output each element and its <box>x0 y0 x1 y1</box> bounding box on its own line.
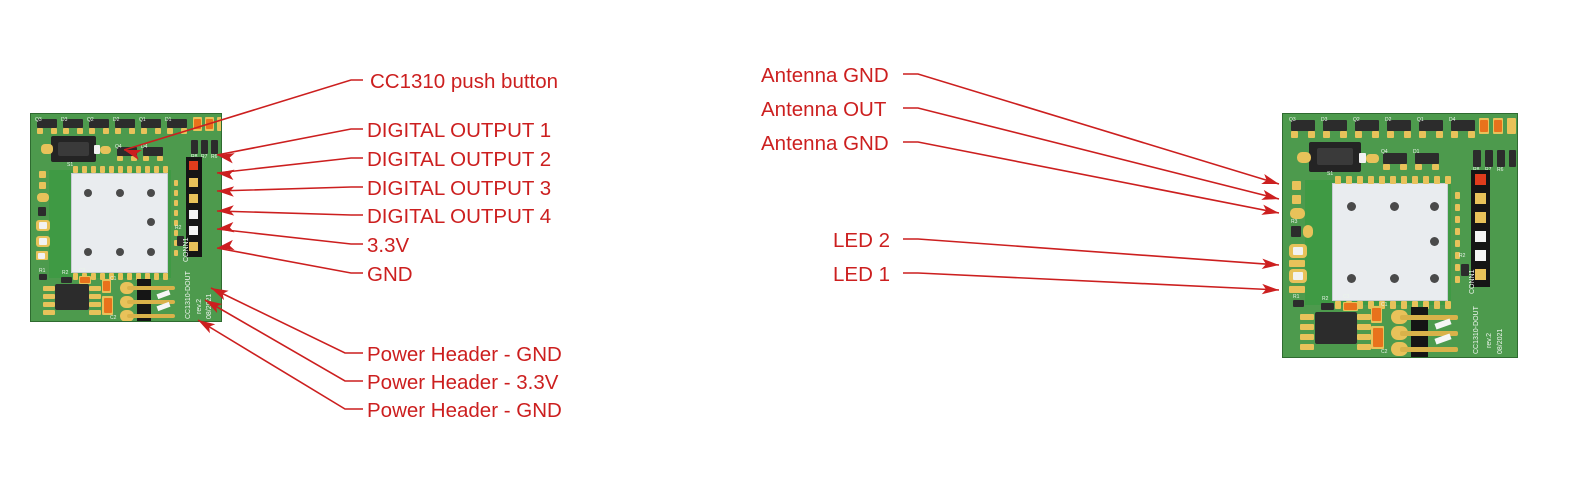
right-pcb-board: S1 Q4 D1 R8 R7 R6 <box>1282 113 1518 358</box>
power-header-lead-1[interactable] <box>127 286 175 290</box>
leader-antenna-out <box>903 107 1280 200</box>
leader-digital-output-4 <box>216 210 363 216</box>
right-header-pin-4[interactable] <box>1475 231 1486 242</box>
label-led-1: LED 1 <box>833 263 890 286</box>
left-silk-conn: CONN1 <box>183 237 190 262</box>
leader-led-1-arrowhead <box>1261 283 1279 295</box>
label-supply-3v3: 3.3V <box>367 234 410 257</box>
power-header-lead-2[interactable] <box>127 300 175 304</box>
leader-digital-output-2 <box>216 157 363 174</box>
right-header-pin-5[interactable] <box>1475 250 1486 261</box>
header-pin-1[interactable] <box>189 161 198 170</box>
label-power-header-3v3: Power Header - 3.3V <box>367 371 559 394</box>
label-power-header-gnd-2: Power Header - GND <box>367 399 562 422</box>
header-pin-4[interactable] <box>189 210 198 219</box>
label-digital-output-3: DIGITAL OUTPUT 3 <box>367 177 552 200</box>
leader-ground <box>216 247 363 274</box>
leader-antenna-gnd-bot-arrowhead <box>1261 204 1279 215</box>
leader-power-header-gnd-1 <box>210 287 363 354</box>
label-antenna-gnd-bot: Antenna GND <box>761 132 889 155</box>
right-silk-part: CC1310-DOUT <box>1473 306 1480 354</box>
antenna-out-pad <box>1292 195 1301 204</box>
right-silk-conn: CONN1 <box>1469 269 1476 294</box>
leader-power-header-3v3 <box>204 299 363 382</box>
label-antenna-gnd-top: Antenna GND <box>761 64 889 87</box>
header-pin-5[interactable] <box>189 226 198 235</box>
label-digital-output-1: DIGITAL OUTPUT 1 <box>367 119 552 142</box>
leader-led-2-arrowhead <box>1261 258 1279 270</box>
header-pin-3[interactable] <box>189 194 198 203</box>
antenna-gnd-top-pad <box>1292 181 1301 190</box>
leader-antenna-out-arrowhead <box>1261 189 1279 200</box>
left-silk-date: 08/2021 <box>206 293 213 319</box>
leader-antenna-gnd-top-arrowhead <box>1261 174 1279 185</box>
label-antenna-out: Antenna OUT <box>761 98 887 121</box>
label-led-2: LED 2 <box>833 229 890 252</box>
label-power-header-gnd-1: Power Header - GND <box>367 343 562 366</box>
label-cc1310-push-button: CC1310 push button <box>370 70 559 93</box>
right-power-lead-1[interactable] <box>1400 315 1458 320</box>
label-ground: GND <box>367 263 413 286</box>
left-silk-rev: rev.2 <box>196 298 203 314</box>
leader-supply-3v3 <box>216 228 363 245</box>
leader-power-header-gnd-2 <box>197 319 363 410</box>
right-power-lead-3[interactable] <box>1400 347 1458 352</box>
power-header-lead-3[interactable] <box>127 314 175 318</box>
label-digital-output-4: DIGITAL OUTPUT 4 <box>367 205 552 228</box>
leader-antenna-gnd-bot <box>903 141 1280 214</box>
label-digital-output-2: DIGITAL OUTPUT 2 <box>367 148 552 171</box>
right-header-pin-6[interactable] <box>1475 269 1486 280</box>
right-power-lead-2[interactable] <box>1400 331 1458 336</box>
leader-antenna-gnd-top <box>903 73 1280 185</box>
left-silk-part: CC1310-DOUT <box>185 271 192 319</box>
right-silk-rev: rev.2 <box>1486 332 1493 348</box>
right-header-pin-3[interactable] <box>1475 212 1486 223</box>
leader-led-1 <box>903 272 1280 291</box>
left-pcb-board: S1 R8 R7 R6 <box>30 113 222 322</box>
right-header-pin-2[interactable] <box>1475 193 1486 204</box>
leader-digital-output-1 <box>216 128 363 156</box>
right-silk-date: 08/2021 <box>1497 328 1504 354</box>
leader-digital-output-3 <box>216 186 363 192</box>
leader-led-2 <box>903 238 1280 266</box>
antenna-gnd-bot-pad <box>1290 208 1305 219</box>
right-header-pin-1[interactable] <box>1475 174 1486 185</box>
header-pin-2[interactable] <box>189 178 198 187</box>
header-pin-6[interactable] <box>189 242 198 251</box>
